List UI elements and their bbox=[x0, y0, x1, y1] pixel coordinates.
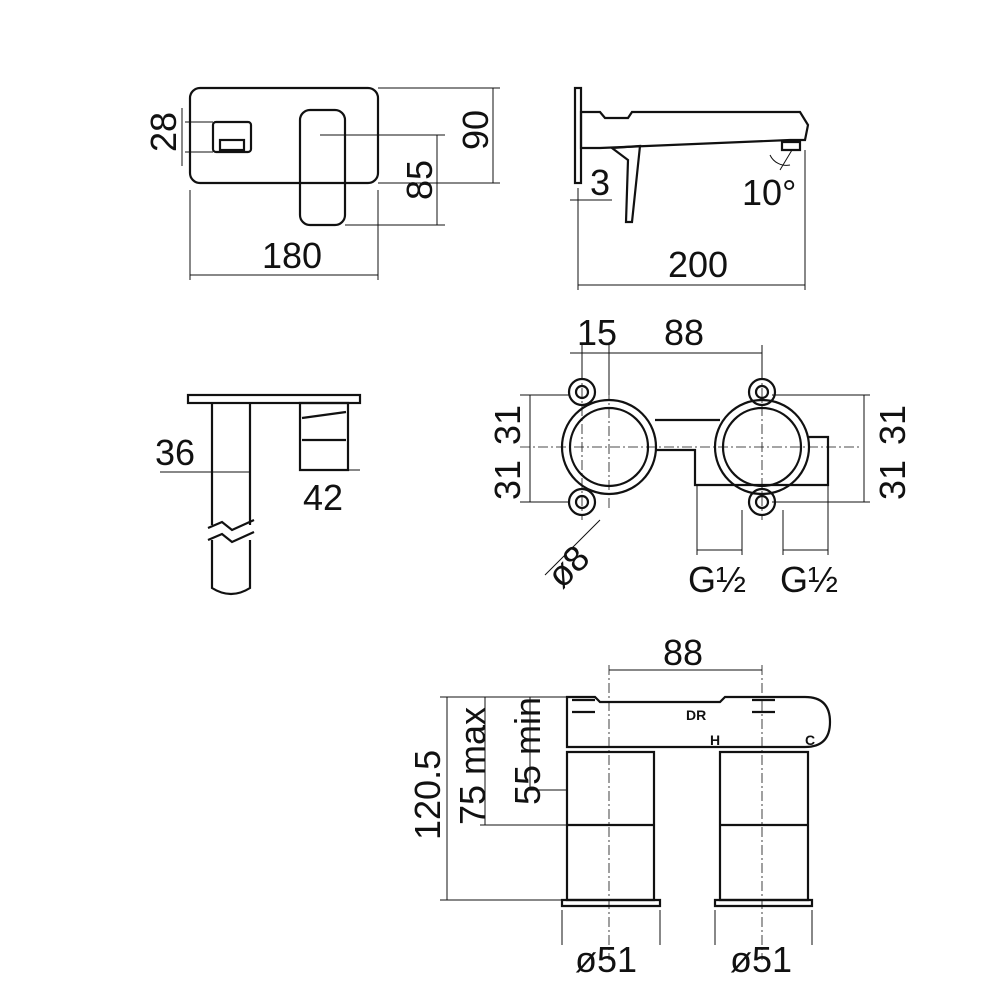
body bbox=[210, 403, 252, 596]
box-body bbox=[655, 418, 830, 487]
install-view: DR H C 88 120.5 75 max 55 min ø51 ø51 bbox=[407, 632, 832, 980]
top-view: 36 42 bbox=[155, 393, 362, 596]
dim-handle: 42 bbox=[303, 477, 343, 518]
dim-right-upper: 31 bbox=[872, 405, 913, 445]
valve-columns bbox=[565, 750, 810, 902]
dim-max: 75 max bbox=[452, 707, 493, 825]
dim-plate-thickness: 3 bbox=[590, 162, 610, 203]
dim-left-lower: 31 bbox=[487, 460, 528, 500]
diam-left: ø51 bbox=[575, 939, 637, 980]
dim-hole: ø8 bbox=[539, 537, 598, 596]
top-handle bbox=[298, 401, 350, 472]
spout-tip bbox=[780, 140, 802, 152]
dim-plate-height: 90 bbox=[455, 110, 496, 150]
dim-plate-width: 180 bbox=[262, 235, 322, 276]
top-plate bbox=[186, 393, 362, 405]
side-handle bbox=[608, 144, 642, 224]
side-view: 3 10° 200 bbox=[570, 86, 810, 290]
logo-text: DR bbox=[686, 707, 706, 723]
dim-projection: 200 bbox=[668, 244, 728, 285]
dim-offset: 15 bbox=[577, 312, 617, 353]
outlet bbox=[211, 120, 253, 154]
aerator bbox=[218, 138, 246, 152]
dim-total: 120.5 bbox=[407, 750, 448, 840]
spout bbox=[579, 110, 810, 150]
handle bbox=[298, 108, 347, 227]
mark-hot: H bbox=[710, 732, 720, 748]
dim-outlet-height: 28 bbox=[143, 112, 184, 152]
dim-port-spacing: 88 bbox=[664, 312, 704, 353]
diam-right: ø51 bbox=[730, 939, 792, 980]
thread-left: G½ bbox=[688, 559, 746, 600]
dim-min: 55 min bbox=[507, 697, 548, 805]
dim-right-lower: 31 bbox=[872, 460, 913, 500]
dim-handle-center: 85 bbox=[399, 160, 440, 200]
front-view: 28 90 85 180 bbox=[143, 86, 500, 280]
thread-right: G½ bbox=[780, 559, 838, 600]
dim-body: 36 bbox=[155, 432, 195, 473]
dim-spout-angle: 10° bbox=[742, 172, 796, 213]
box-view: 15 88 31 31 31 31 ø8 G½ G½ bbox=[487, 312, 913, 600]
mark-cold: C bbox=[805, 732, 815, 748]
dim-install-spacing: 88 bbox=[663, 632, 703, 673]
dim-left-upper: 31 bbox=[487, 405, 528, 445]
bracket bbox=[565, 695, 832, 749]
